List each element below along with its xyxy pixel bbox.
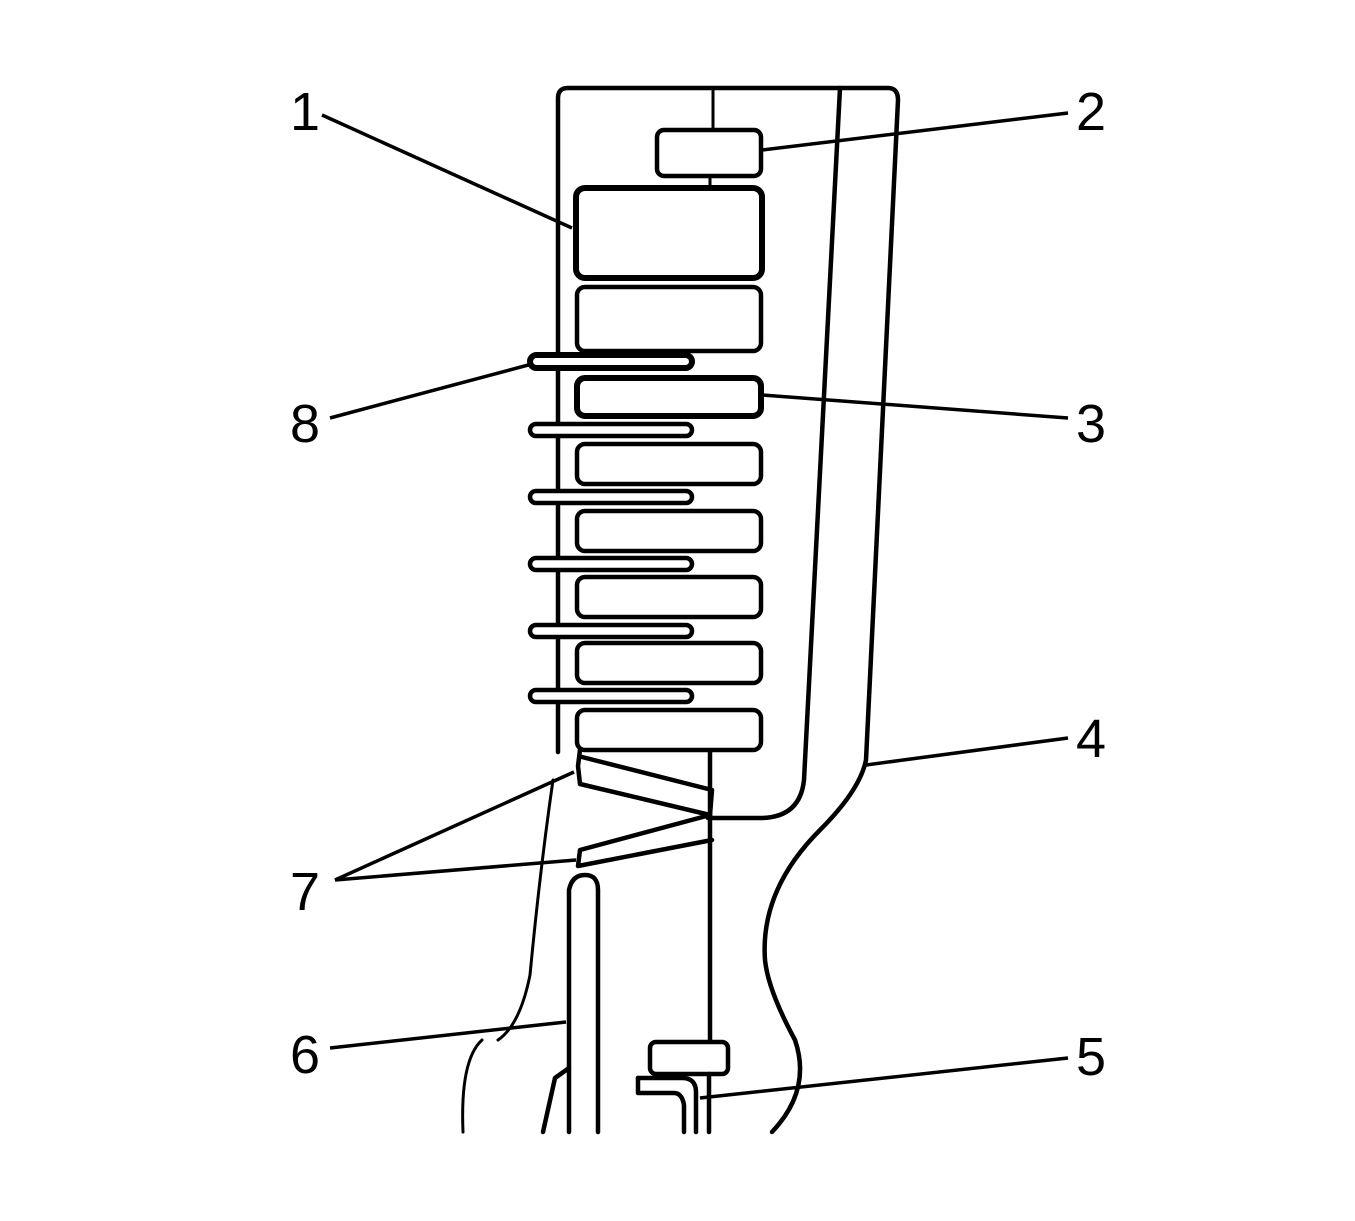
belleville-springs [575,747,715,869]
disc [527,421,695,439]
leader-8 [329,362,533,420]
plate [574,441,764,487]
leader-lines [321,111,1069,1100]
plate [574,375,764,419]
housing [461,85,901,1135]
leader-5 [699,1056,1069,1100]
callout-8: 8 [290,394,320,454]
disc [527,555,695,573]
callout-6: 6 [290,1025,320,1085]
piston [540,872,601,1135]
plate-large [573,185,765,281]
plate [574,284,764,354]
retainer-block [647,1039,731,1077]
snap-ring [635,1039,731,1135]
disc [527,488,695,506]
leader-7b [334,858,577,882]
separator-discs [527,352,695,705]
disc [527,687,695,705]
plate [574,508,764,554]
leader-4 [865,736,1069,767]
plate-stack [573,127,765,753]
callout-2: 2 [1076,82,1106,142]
disc [527,622,695,640]
callout-3: 3 [1076,394,1106,454]
leader-2 [761,111,1069,152]
plate-top [654,127,764,179]
leader-7a [334,770,575,882]
callout-7: 7 [290,862,320,922]
callout-1: 1 [290,82,320,142]
callout-4: 4 [1076,709,1106,769]
leader-6 [329,1020,567,1050]
plate [574,640,764,686]
plate [574,707,764,753]
plate [574,574,764,620]
disc-highlighted [527,352,695,371]
callouts: 1 2 3 4 5 6 7 8 [290,82,1106,1087]
leader-1 [321,113,573,230]
callout-5: 5 [1076,1027,1106,1087]
leader-3 [761,393,1069,420]
